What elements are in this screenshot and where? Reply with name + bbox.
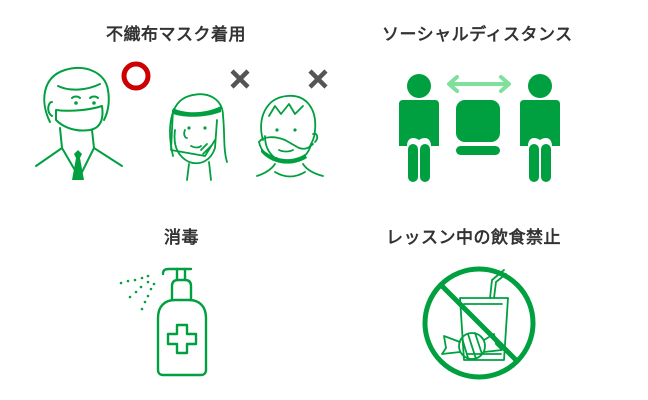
panel-disinfection: 消毒 (0, 200, 340, 400)
boy-with-mouth-shield-icon (256, 95, 324, 178)
double-arrow-icon (447, 75, 511, 93)
panel-title-disinfection: 消毒 (164, 228, 199, 248)
panel-no-food: レッスン中の飲食禁止 (340, 200, 648, 400)
ng-cross-mark-icon (308, 69, 328, 89)
prohibited-food-drink-icon (422, 266, 536, 380)
person-sitting-icon (520, 74, 560, 182)
panel-mask: 不織布マスク着用 (0, 0, 340, 200)
panel-title-no-food: レッスン中の飲食禁止 (386, 228, 561, 248)
sanitizer-pump-bottle-icon (156, 267, 208, 377)
ng-cross-mark-icon (230, 69, 250, 89)
ok-circle-mark-icon (121, 61, 151, 91)
panel-title-social-distance: ソーシャルディスタンス (382, 25, 573, 45)
spray-dots-icon (119, 274, 156, 311)
woman-with-face-shield-icon (169, 93, 228, 181)
panel-social-distance: ソーシャルディスタンス (340, 0, 648, 200)
person-sitting-icon (399, 74, 439, 182)
man-with-mask-icon (35, 67, 123, 180)
panel-title-mask: 不織布マスク着用 (106, 25, 246, 45)
chair-icon (456, 100, 500, 155)
